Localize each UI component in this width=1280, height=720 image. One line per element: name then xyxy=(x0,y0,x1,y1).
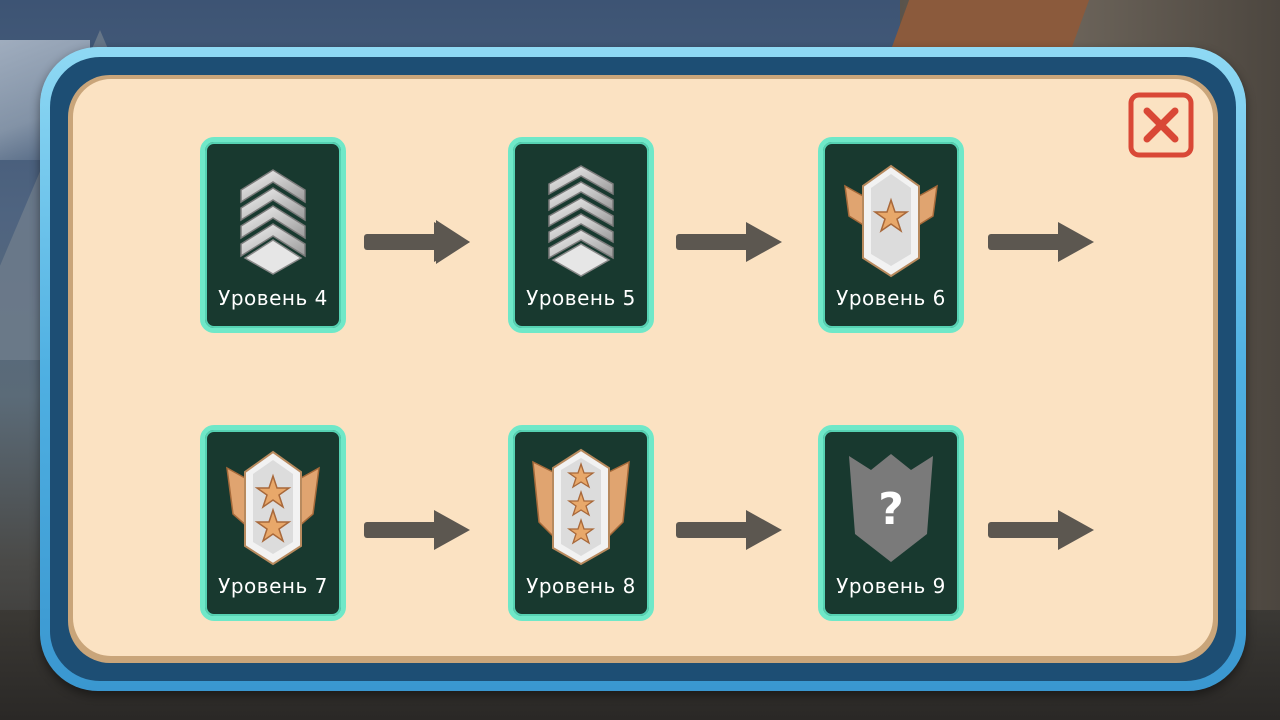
level-card-7[interactable]: Уровень 7 xyxy=(200,425,346,621)
arrow-right-icon xyxy=(988,510,1094,550)
locked-question-rank-icon: ? xyxy=(849,454,933,562)
arrow-right-icon xyxy=(364,510,470,550)
arrow-right-icon xyxy=(988,222,1094,262)
level-label: Уровень 6 xyxy=(836,286,946,310)
close-button[interactable] xyxy=(1128,92,1194,158)
arrow-right-icon xyxy=(676,222,782,262)
level-card-9[interactable]: ? Уровень 9 xyxy=(818,425,964,621)
arrow-right-icon xyxy=(364,220,470,264)
question-mark: ? xyxy=(878,484,904,535)
level-card-6[interactable]: Уровень 6 xyxy=(818,137,964,333)
level-card-8[interactable]: Уровень 8 xyxy=(508,425,654,621)
winged-3-star-rank-icon xyxy=(532,448,630,566)
level-card-4[interactable]: Уровень 4 xyxy=(200,137,346,333)
level-card-5[interactable]: Уровень 5 xyxy=(508,137,654,333)
chevron-5-rank-icon xyxy=(548,165,614,277)
winged-2-star-rank-icon xyxy=(226,450,320,566)
level-label: Уровень 5 xyxy=(526,286,636,310)
level-label: Уровень 4 xyxy=(218,286,328,310)
level-label: Уровень 8 xyxy=(526,574,636,598)
close-x-icon xyxy=(1128,92,1194,158)
chevron-4-rank-icon xyxy=(240,169,306,275)
level-label: Уровень 9 xyxy=(836,574,946,598)
winged-1-star-rank-icon xyxy=(844,164,938,278)
background-roof xyxy=(890,0,1090,50)
level-label: Уровень 7 xyxy=(218,574,328,598)
arrow-right-icon xyxy=(676,510,782,550)
